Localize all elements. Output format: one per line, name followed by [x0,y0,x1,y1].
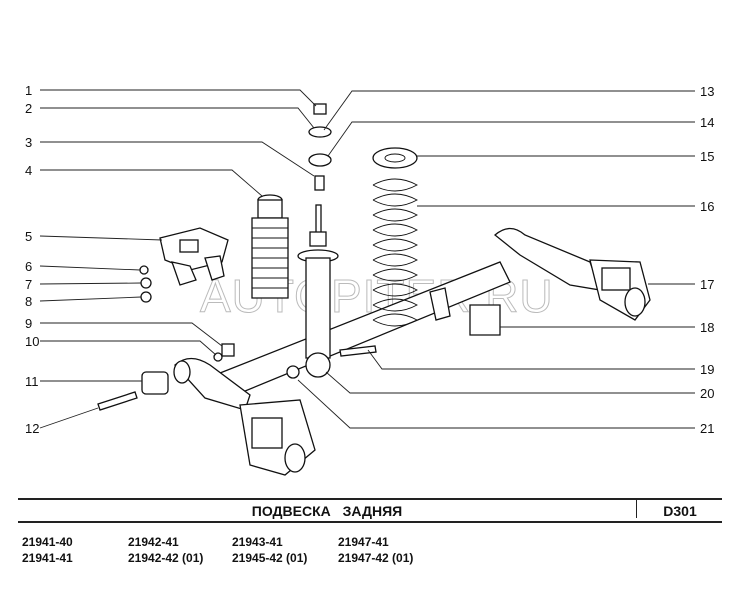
callout-5: 5 [25,229,32,244]
model-list: 21941-40 21942-41 21943-41 21947-41 2194… [22,535,448,565]
callout-20: 20 [700,386,714,401]
diagram-title: ПОДВЕСКА ЗАДНЯЯ [251,503,403,519]
dust-boot [251,194,289,299]
diagram-code: D301 [636,500,723,519]
model-code: 21947-42 (01) [338,551,414,565]
model-code: 21942-41 [128,535,179,549]
coil-spring [372,147,418,327]
callout-7: 7 [25,277,32,292]
callout-17: 17 [700,277,714,292]
callout-14: 14 [700,115,714,130]
title-bottom-rule [18,521,722,523]
callout-8: 8 [25,294,32,309]
callouts-left: 1 2 3 4 5 6 7 8 9 10 11 12 [25,83,39,436]
bushing [469,304,501,336]
callout-4: 4 [25,163,32,178]
rear-beam [173,227,651,476]
callout-21: 21 [700,421,714,436]
callout-6: 6 [25,259,32,274]
callout-9: 9 [25,316,32,331]
nut [221,343,235,357]
callout-1: 1 [25,83,32,98]
callout-16: 16 [700,199,714,214]
bolt [97,391,138,411]
shock-mount-hardware [308,103,332,191]
bushing [286,365,300,379]
callout-12: 12 [25,421,39,436]
model-code: 21943-41 [232,535,283,549]
callout-15: 15 [700,149,714,164]
washer [140,277,152,289]
shock-absorber [297,204,339,378]
model-code: 21941-41 [22,551,73,565]
nut [140,291,152,303]
callout-18: 18 [700,320,714,335]
callout-2: 2 [25,101,32,116]
rear-suspension-diagram: AUTOPITER.RU [25,83,714,476]
callout-11: 11 [25,374,39,389]
model-code: 21947-41 [338,535,389,549]
washer [139,265,149,275]
callout-13: 13 [700,84,714,99]
callouts-right: 13 14 15 16 17 18 19 20 21 [700,84,714,436]
callout-10: 10 [25,334,39,349]
callout-19: 19 [700,362,714,377]
bolt [339,345,377,357]
title-top-rule [18,498,722,500]
model-code: 21945-42 (01) [232,551,308,565]
model-code: 21942-42 (01) [128,551,204,565]
leader-lines [39,89,695,429]
bracket [159,227,229,286]
bushing [141,371,169,395]
callout-3: 3 [25,135,32,150]
model-code: 21941-40 [22,535,73,549]
